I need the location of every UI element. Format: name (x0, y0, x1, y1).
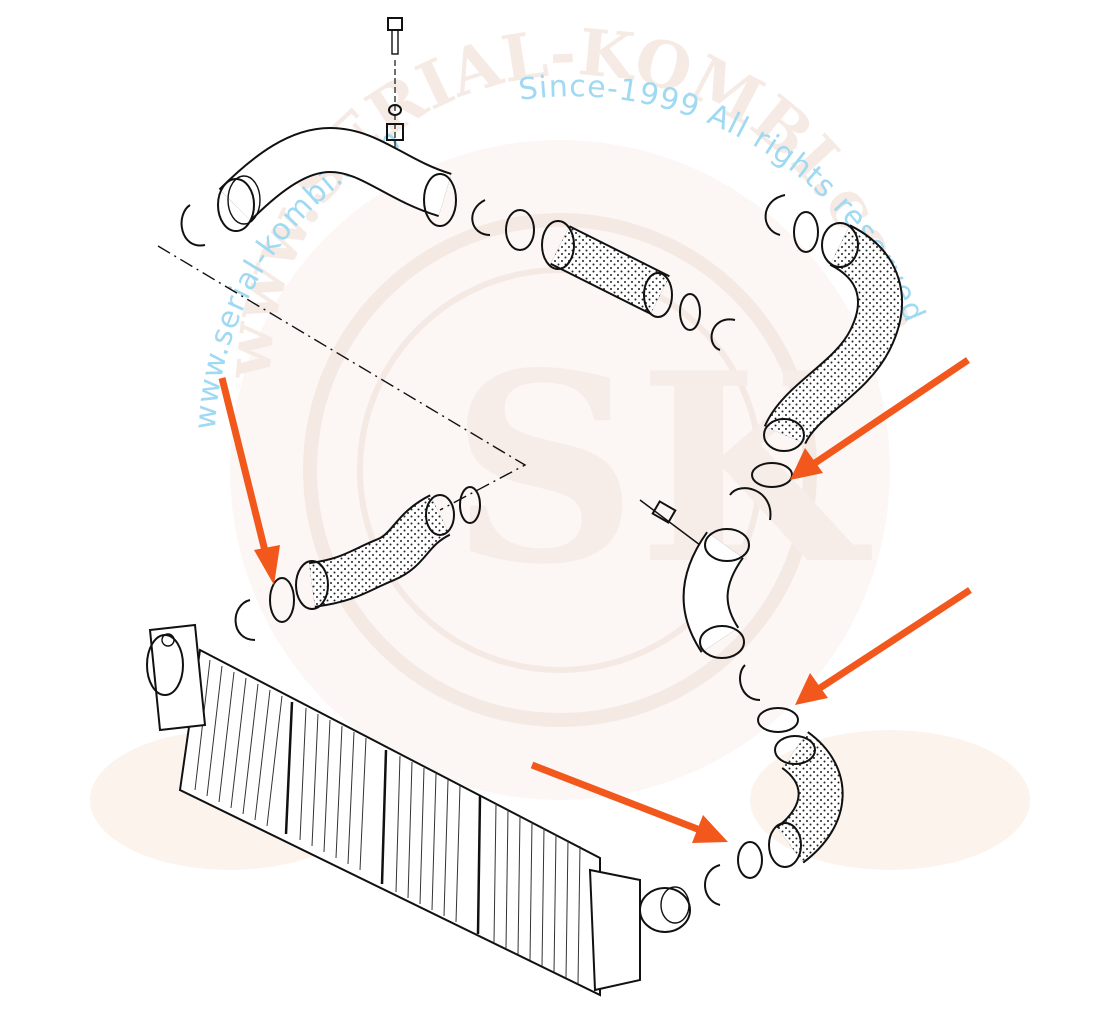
clip (729, 487, 772, 521)
dotted-hose-right (763, 222, 903, 452)
pressure-sensor (639, 499, 701, 546)
dotted-hose-left (295, 494, 455, 610)
upper-charge-pipe (217, 126, 457, 232)
clip (710, 318, 736, 351)
clip (180, 204, 206, 247)
o-ring (737, 841, 763, 879)
o-ring (505, 209, 535, 251)
clip (234, 599, 256, 641)
dotted-hose-lower-right (768, 731, 844, 868)
o-ring (793, 211, 819, 253)
clip (704, 864, 721, 906)
guide-line (157, 245, 527, 511)
lower-connector-pipe (682, 528, 750, 659)
arrow-icon (218, 377, 280, 585)
arrow-icon (795, 587, 972, 705)
arrow-icon (790, 357, 970, 480)
clip (471, 199, 491, 236)
intercooler (146, 623, 691, 997)
o-ring (269, 577, 295, 623)
o-ring (679, 293, 701, 331)
dotted-hose-upper (541, 220, 673, 318)
arrow-icon (530, 761, 728, 843)
intercooler-left-tank (148, 623, 207, 732)
callout-arrows (218, 357, 972, 843)
clip (739, 664, 761, 701)
clip (764, 194, 786, 236)
intercooler-right-tank (588, 868, 641, 992)
o-ring (751, 462, 793, 488)
o-ring (757, 707, 799, 733)
o-ring (459, 486, 481, 524)
